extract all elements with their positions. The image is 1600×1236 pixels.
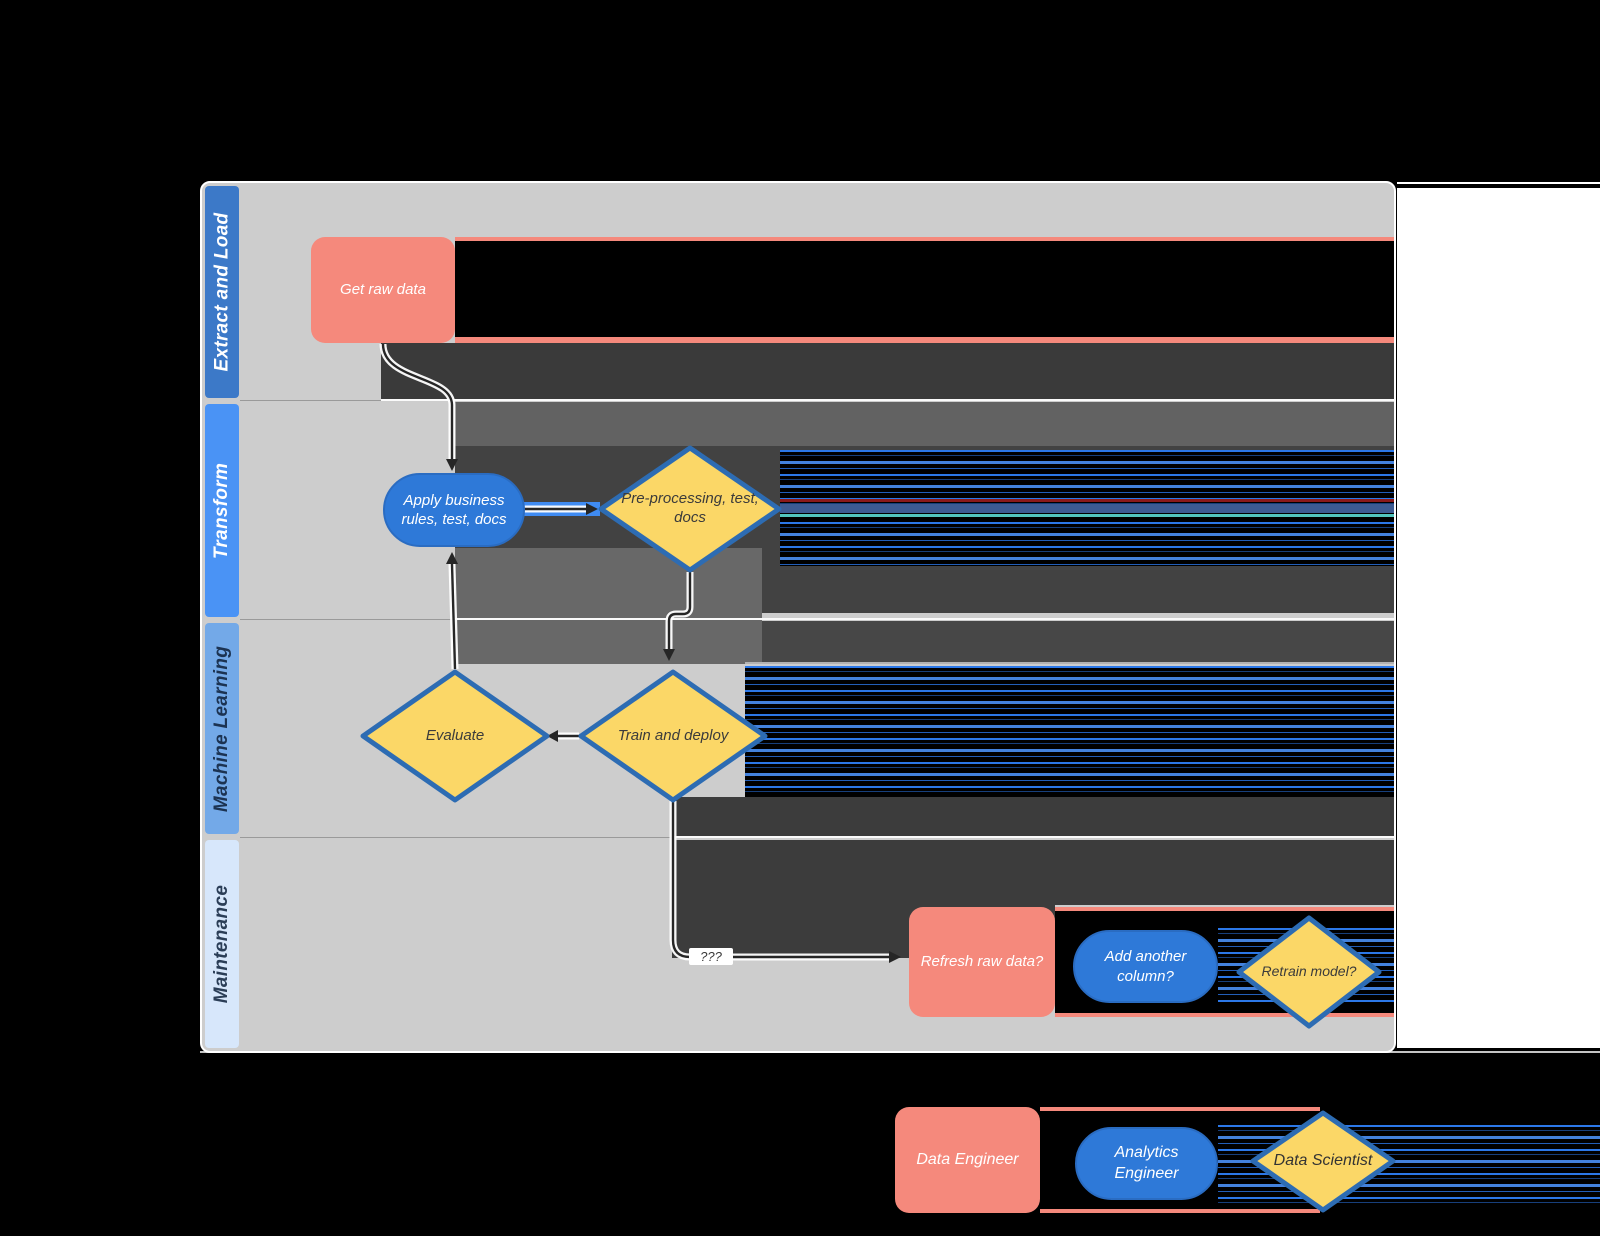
node-retrain-diamond[interactable] [1236, 915, 1382, 1029]
legend-data-engineer[interactable]: Data Engineer [895, 1107, 1040, 1213]
connector-train-to-refresh [671, 801, 889, 959]
page-edge-line [1397, 182, 1600, 184]
connector-evaluate-to-applyrules [450, 563, 457, 670]
lane-separator [455, 618, 1394, 620]
lane-header-extract-and-load[interactable]: Extract and Load [205, 186, 239, 398]
legend-label: Data Engineer [916, 1150, 1019, 1168]
node-evaluate-diamond[interactable] [360, 669, 550, 803]
render-artifact-smear [1040, 1107, 1320, 1111]
connector-preprocessing-to-train [667, 572, 692, 651]
render-artifact-smear [1040, 1209, 1320, 1213]
lane-separator [672, 836, 1394, 838]
node-refresh-raw-data[interactable]: Refresh raw data? [909, 907, 1055, 1017]
legend-analytics-engineer[interactable]: Analytics Engineer [1075, 1127, 1218, 1200]
node-get-raw-data[interactable]: Get raw data [311, 237, 455, 343]
lane-header-transform[interactable]: Transform [205, 404, 239, 617]
flowchart-canvas: Extract and Load Transform Machine Learn… [200, 181, 1396, 1053]
node-apply-business-rules[interactable]: Apply business rules, test, docs [383, 473, 525, 547]
node-add-another-column[interactable]: Add another column? [1073, 930, 1218, 1003]
connector-label: ??? [689, 948, 733, 965]
node-preprocessing-diamond[interactable] [598, 445, 782, 573]
lane-header-maintenance[interactable]: Maintenance [205, 840, 239, 1048]
lane-separator [381, 399, 1394, 401]
right-page-margin [1397, 188, 1600, 1048]
legend-label: Analytics Engineer [1114, 1143, 1179, 1182]
node-label: Apply business rules, test, docs [401, 491, 507, 529]
node-train-deploy-diamond[interactable] [578, 669, 768, 803]
node-label: Refresh raw data? [920, 953, 1044, 971]
legend-data-scientist-diamond[interactable] [1250, 1110, 1396, 1213]
legend-data-scientist-label: Data Scientist [1273, 1152, 1373, 1169]
node-label: Get raw data [340, 281, 426, 299]
lane-header-machine-learning[interactable]: Machine Learning [205, 623, 239, 834]
node-label: Add another column? [1104, 948, 1187, 985]
connector-getraw-to-applyrules [381, 343, 454, 461]
render-artifact-stripes [1218, 1125, 1600, 1205]
